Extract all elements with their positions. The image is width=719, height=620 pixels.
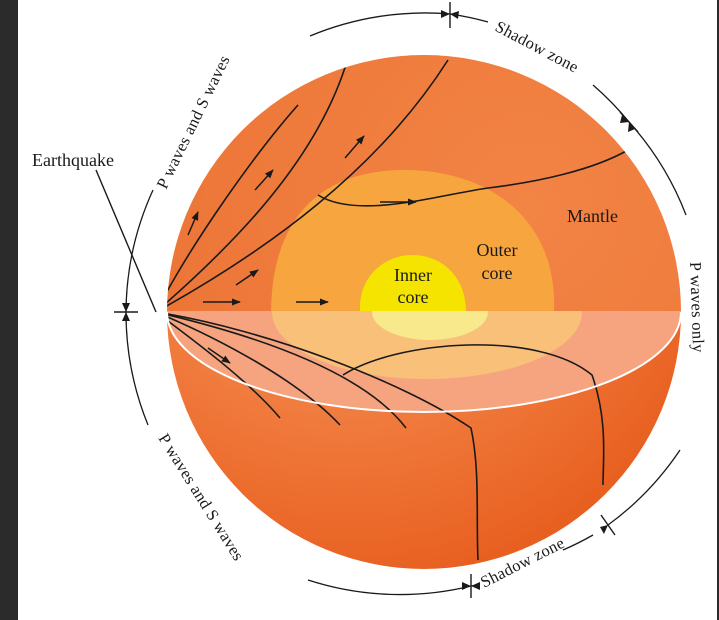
zone-arc-arrowheads (122, 10, 635, 590)
boundary-tick (619, 111, 639, 133)
zone-boundary-ticks (114, 2, 639, 598)
p-waves-only-label: P waves only (686, 261, 708, 353)
lower-wave-path (167, 311, 479, 561)
lower-wave-path (167, 311, 341, 426)
arrowhead-icon (620, 115, 629, 123)
arrow-icon (207, 347, 231, 364)
inner-core-label-line1: Inner (394, 265, 432, 285)
arrowhead-icon (462, 582, 471, 590)
zone-arc (562, 534, 594, 551)
arrowhead-icon (450, 11, 459, 19)
upper-wave-path (167, 59, 449, 311)
upper-wave-path (167, 57, 349, 311)
arrow-icon (187, 211, 199, 236)
arrowhead-icon (471, 582, 480, 590)
zone-arc (125, 189, 154, 313)
earth-seismic-diagram: Earthquake Mantle Outer core Inner core … (18, 0, 717, 620)
diagram-canvas: Earthquake Mantle Outer core Inner core … (32, 2, 708, 598)
upper-wave-path (167, 104, 299, 311)
outer-core-region (271, 169, 555, 311)
shadow-zone-upper-label: Shadow zone (492, 17, 582, 77)
wave-direction-arrows (187, 135, 417, 364)
zone-arc (125, 311, 149, 426)
mantle-label: Mantle (567, 206, 618, 226)
arrow-icon (235, 269, 259, 286)
lower-wave-path (342, 344, 605, 486)
zone-arc (309, 12, 451, 37)
arrowhead-icon (122, 312, 130, 321)
cut-face (167, 311, 681, 412)
lower-wave-paths (167, 311, 605, 561)
lower-wave-path (167, 311, 281, 419)
boundary-tick (600, 514, 616, 536)
outer-core-label-line2: core (482, 263, 513, 283)
cut-face-rim (166, 311, 682, 413)
upper-cross-section (167, 55, 681, 311)
zone-arc (307, 579, 472, 596)
earthquake-pointer-line (95, 169, 157, 313)
outer-core-label-line1: Outer (477, 240, 518, 260)
arrow-icon (254, 169, 274, 191)
inner-core-region (360, 255, 466, 311)
lower-wave-path (167, 311, 407, 429)
arrowhead-icon (122, 303, 130, 312)
arrowhead-icon (441, 10, 450, 18)
earthquake-label: Earthquake (32, 150, 114, 170)
upper-wave-path (317, 149, 629, 207)
arrowhead-icon (600, 525, 608, 534)
zone-arc (607, 449, 681, 526)
arrow-icon (344, 135, 365, 159)
arrowhead-icon (628, 122, 635, 132)
inner-core-label-line2: core (398, 287, 429, 307)
